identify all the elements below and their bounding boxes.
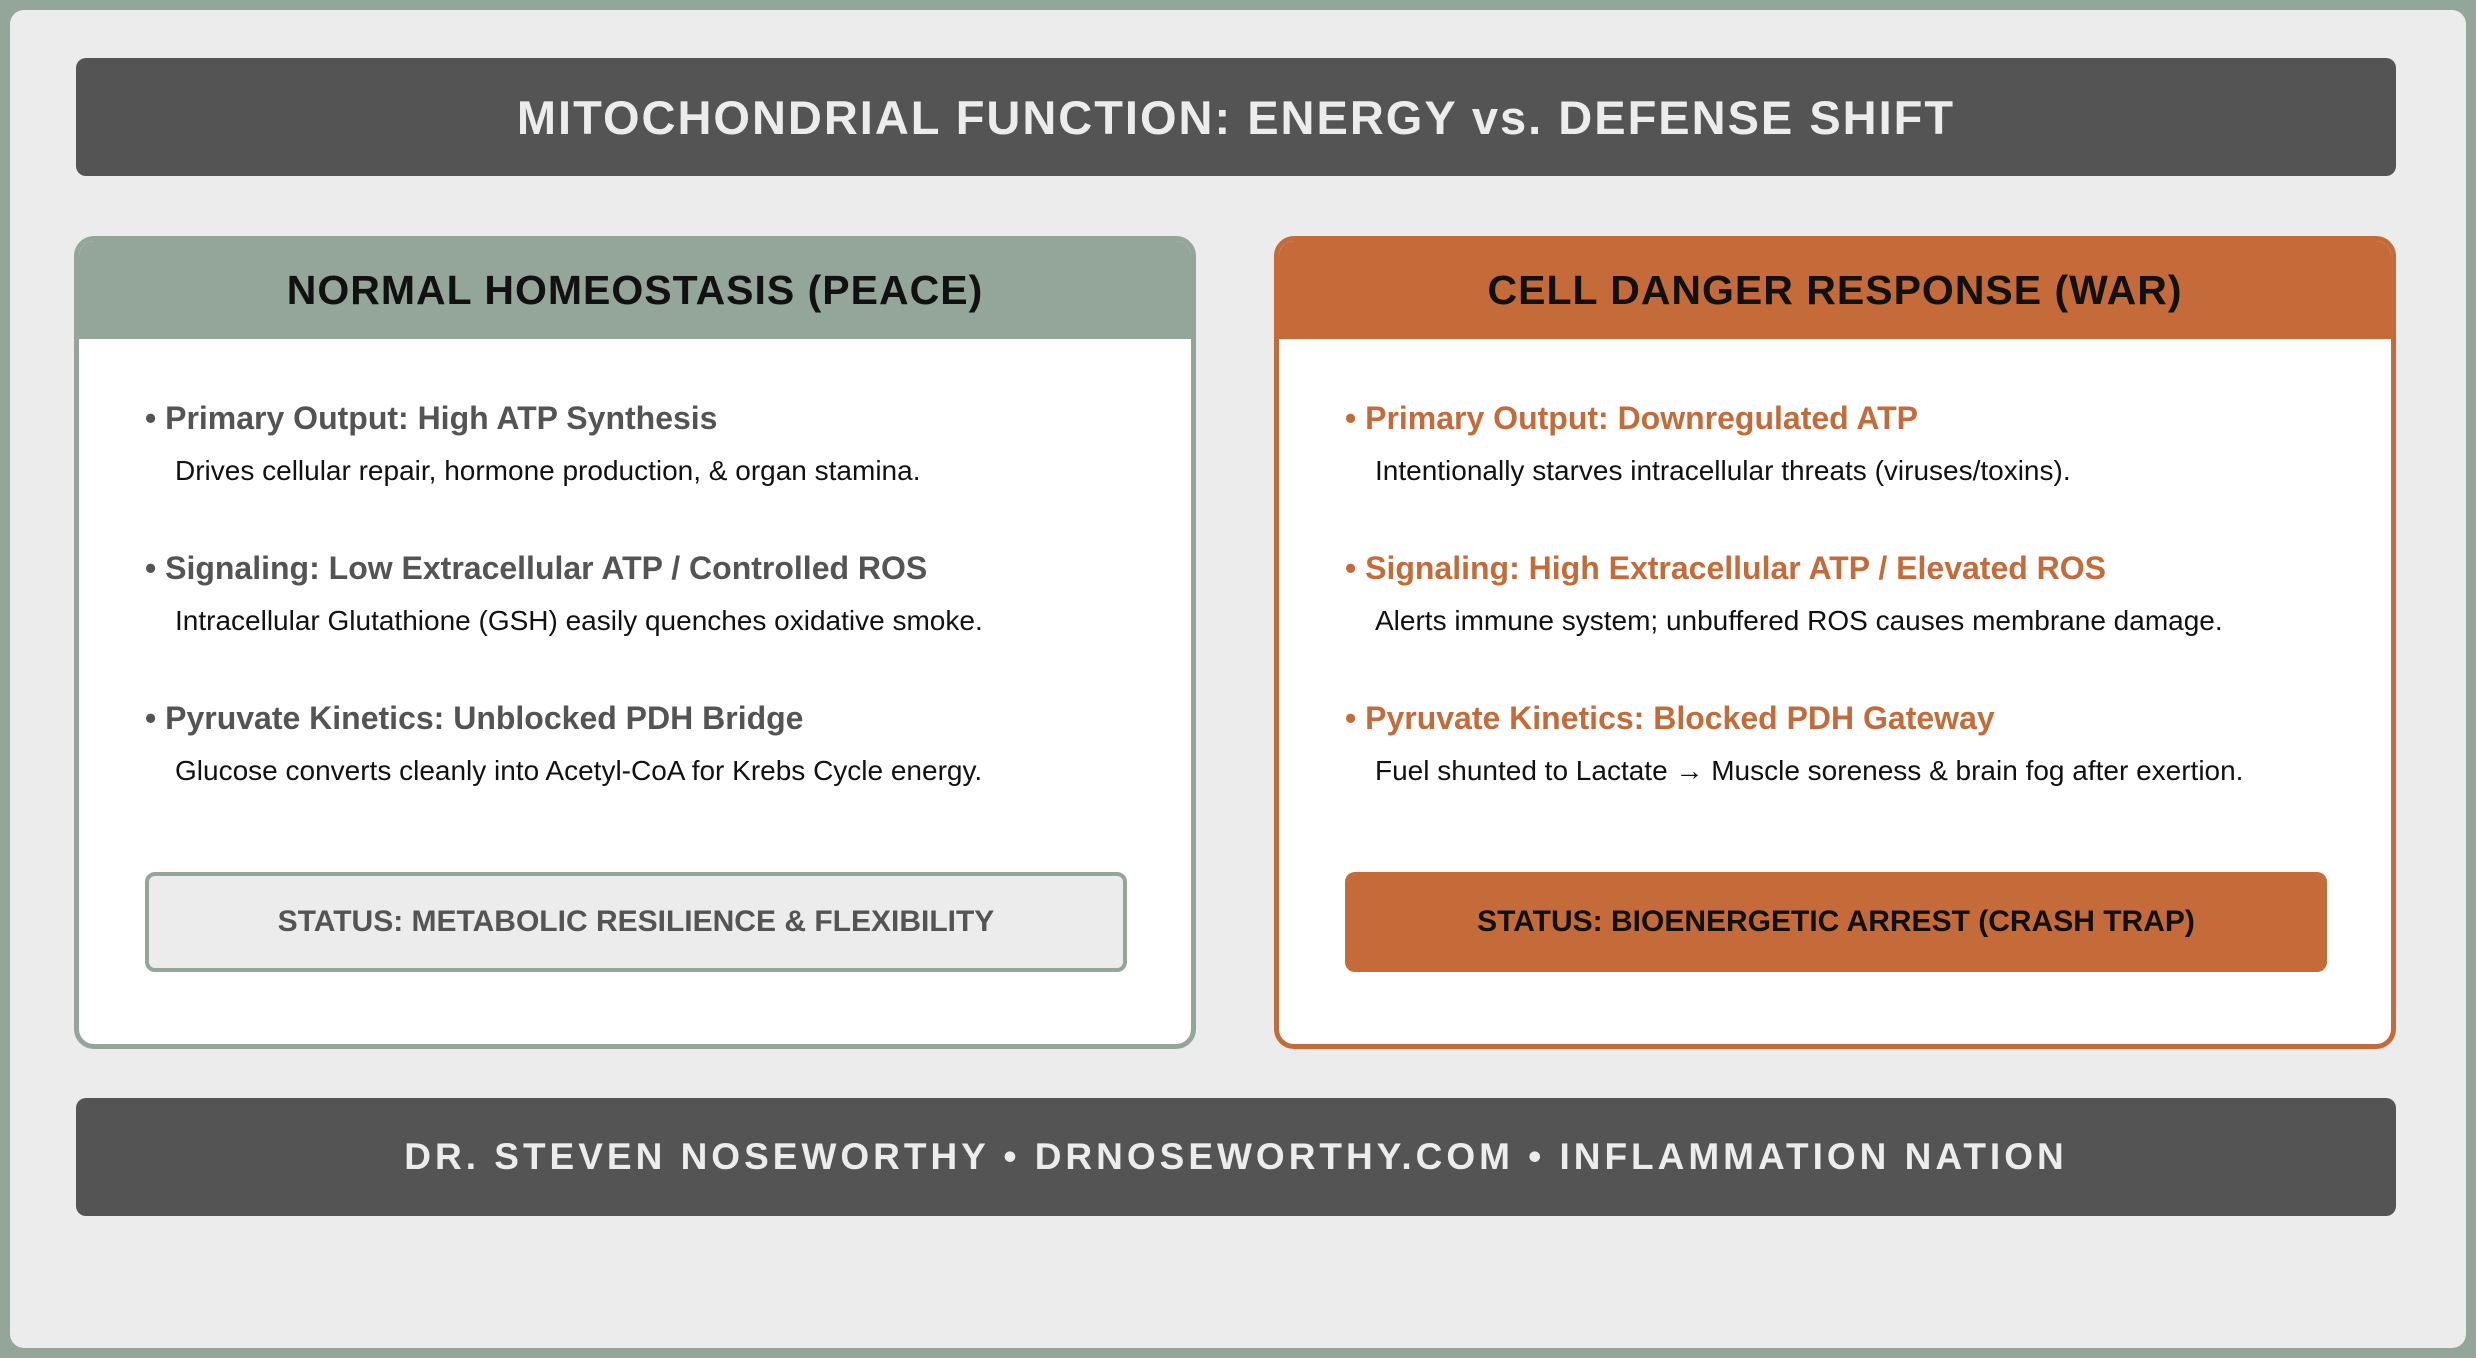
footer-banner: DR. STEVEN NOSEWORTHY • DRNOSEWORTHY.COM… [76,1098,2396,1216]
page-frame: MITOCHONDRIAL FUNCTION: ENERGY vs. DEFEN… [10,10,2466,1348]
item-title: • Signaling: High Extracellular ATP / El… [1345,550,2107,586]
war-item-signaling: • Signaling: High Extracellular ATP / El… [1345,548,2331,698]
item-description: Intentionally starves intracellular thre… [1375,455,2071,486]
war-item-pyruvate-kinetics: • Pyruvate Kinetics: Blocked PDH Gateway… [1345,698,2331,848]
item-description: Fuel shunted to Lactate → Muscle sorenes… [1375,755,2244,786]
item-description: Intracellular Glutathione (GSH) easily q… [175,605,983,636]
war-item-primary-output: • Primary Output: Downregulated ATP Inte… [1345,398,2331,548]
peace-item-pyruvate-kinetics: • Pyruvate Kinetics: Unblocked PDH Bridg… [145,698,1131,848]
war-status-box: STATUS: BIOENERGETIC ARREST (CRASH TRAP) [1345,872,2327,972]
war-panel-title: CELL DANGER RESPONSE (WAR) [1487,266,2183,313]
item-title: • Pyruvate Kinetics: Unblocked PDH Bridg… [145,700,804,736]
peace-item-primary-output: • Primary Output: High ATP Synthesis Dri… [145,398,1131,548]
page-title: MITOCHONDRIAL FUNCTION: ENERGY vs. DEFEN… [516,90,1956,144]
peace-panel-header: NORMAL HOMEOSTASIS (PEACE) [79,241,1191,339]
item-description: Alerts immune system; unbuffered ROS cau… [1375,605,2223,636]
war-status-text: STATUS: BIOENERGETIC ARREST (CRASH TRAP) [1477,905,2195,938]
war-panel-header: CELL DANGER RESPONSE (WAR) [1279,241,2391,339]
title-banner: MITOCHONDRIAL FUNCTION: ENERGY vs. DEFEN… [76,58,2396,176]
peace-status-box: STATUS: METABOLIC RESILIENCE & FLEXIBILI… [145,872,1127,972]
peace-status-text: STATUS: METABOLIC RESILIENCE & FLEXIBILI… [277,905,995,938]
item-title: • Pyruvate Kinetics: Blocked PDH Gateway [1345,700,1995,736]
item-description: Glucose converts cleanly into Acetyl-CoA… [175,755,983,786]
footer-text: DR. STEVEN NOSEWORTHY • DRNOSEWORTHY.COM… [404,1136,2068,1177]
item-description: Drives cellular repair, hormone producti… [175,455,921,486]
peace-panel: NORMAL HOMEOSTASIS (PEACE) • Primary Out… [74,236,1196,1049]
item-title: • Signaling: Low Extracellular ATP / Con… [145,550,928,586]
peace-item-list: • Primary Output: High ATP Synthesis Dri… [145,398,1131,848]
peace-item-signaling: • Signaling: Low Extracellular ATP / Con… [145,548,1131,698]
peace-panel-title: NORMAL HOMEOSTASIS (PEACE) [286,266,984,313]
war-panel: CELL DANGER RESPONSE (WAR) • Primary Out… [1274,236,2396,1049]
item-title: • Primary Output: Downregulated ATP [1345,400,1919,436]
item-title: • Primary Output: High ATP Synthesis [145,400,718,436]
war-item-list: • Primary Output: Downregulated ATP Inte… [1345,398,2331,848]
